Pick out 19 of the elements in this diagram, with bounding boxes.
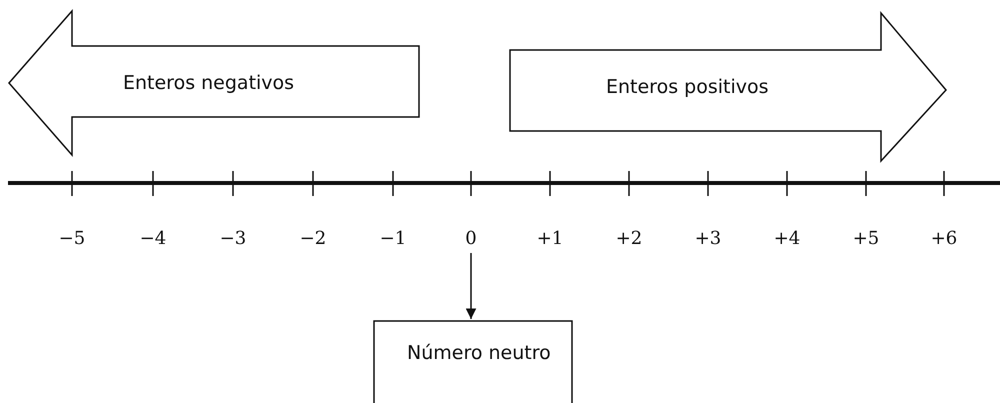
tick-label: +5 xyxy=(852,228,880,249)
right-block-arrow xyxy=(509,12,947,162)
tick-label: +2 xyxy=(616,228,642,249)
tick-label: −5 xyxy=(58,228,86,249)
tick-label: −1 xyxy=(380,228,406,249)
box-label: Número neutro xyxy=(407,342,551,364)
tick-label: −3 xyxy=(220,228,246,249)
tick-label: +3 xyxy=(694,228,722,249)
tick-label: −2 xyxy=(300,228,326,249)
tick-label: +1 xyxy=(536,228,564,249)
left-block-arrow xyxy=(8,10,420,156)
label-box xyxy=(373,320,573,403)
tick-label: 0 xyxy=(465,228,477,249)
tick-label: +6 xyxy=(930,228,958,249)
arrow xyxy=(466,253,476,319)
tick-label: +4 xyxy=(774,228,800,249)
tick-label: −4 xyxy=(140,228,166,249)
arrow-label: Enteros positivos xyxy=(606,76,769,98)
arrow-label: Enteros negativos xyxy=(123,72,294,94)
